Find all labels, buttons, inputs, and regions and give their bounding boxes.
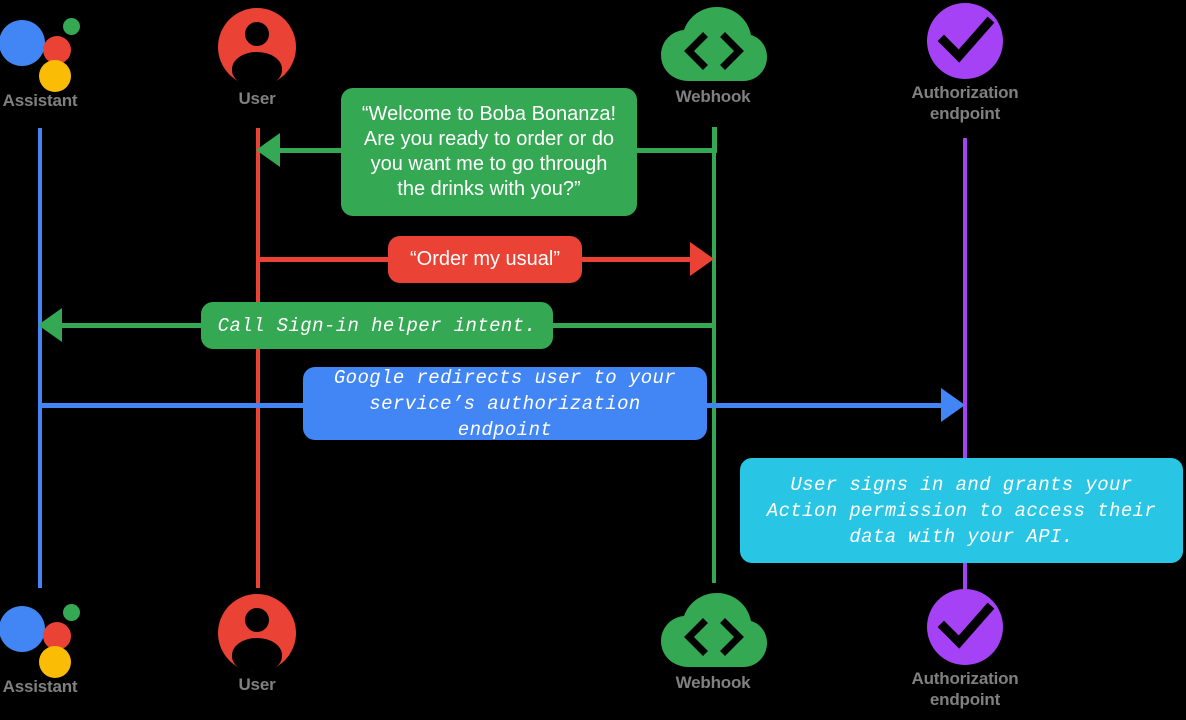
webhook-icon-wrap-bottom xyxy=(613,590,813,672)
actor-label-auth-bottom: Authorization endpoint xyxy=(911,669,1019,709)
check-mark-svg xyxy=(937,16,995,63)
actor-label-webhook-bottom: Webhook xyxy=(675,673,751,692)
actor-assistant-top: Assistant xyxy=(0,8,140,111)
assistant-dot-red xyxy=(43,36,71,64)
msg-welcome-box: “Welcome to Boba Bonanza! Are you ready … xyxy=(341,88,637,216)
user-body-shape xyxy=(232,638,282,672)
msg-order-box: “Order my usual” xyxy=(388,236,582,283)
assistant-icon-wrap xyxy=(0,8,140,92)
msg-order-text: “Order my usual” xyxy=(409,248,561,270)
cloud-code-icon xyxy=(658,591,768,671)
msg-signs-in-text: User signs in and grants your Action per… xyxy=(766,473,1157,548)
actor-auth-bottom: Authorization endpoint xyxy=(865,586,1065,710)
msg-welcome-vertical-stub xyxy=(712,127,717,153)
check-mark-svg xyxy=(937,602,995,649)
auth-icon-wrap xyxy=(865,0,1065,82)
user-head-shape xyxy=(245,608,269,632)
actor-user-top: User xyxy=(157,6,357,109)
msg-signin-box: Call Sign-in helper intent. xyxy=(201,302,553,349)
actor-label-auth-top: Authorization endpoint xyxy=(911,83,1019,123)
assistant-dot-green xyxy=(63,604,80,621)
actor-user-bottom: User xyxy=(157,592,357,695)
assistant-dot-red xyxy=(43,622,71,650)
msg-signin-text: Call Sign-in helper intent. xyxy=(217,314,537,337)
actor-webhook-top: Webhook xyxy=(613,4,813,107)
actor-label-webhook-top: Webhook xyxy=(675,87,751,106)
cloud-code-svg xyxy=(661,7,767,81)
assistant-dot-blue xyxy=(0,20,45,66)
user-avatar-icon xyxy=(218,8,296,86)
assistant-dot-green xyxy=(63,18,80,35)
msg-redirect-arrowhead xyxy=(941,388,965,422)
assistant-dot-yellow xyxy=(39,60,71,92)
lifeline-assistant xyxy=(38,128,42,588)
assistant-dot-blue xyxy=(0,606,45,652)
msg-welcome-text: “Welcome to Boba Bonanza! Are you ready … xyxy=(361,103,617,200)
auth-icon-wrap-bottom xyxy=(865,586,1065,668)
msg-redirect-text: Google redirects user to your service’s … xyxy=(333,366,677,441)
assistant-dot-yellow xyxy=(39,646,71,678)
purple-check-circle-icon xyxy=(927,3,1003,79)
msg-signin-arrowhead xyxy=(38,308,62,342)
lifeline-auth xyxy=(963,138,967,590)
assistant-icon-wrap-bottom xyxy=(0,594,140,678)
cloud-code-svg xyxy=(661,593,767,667)
user-avatar-icon xyxy=(218,594,296,672)
actor-label-assistant-top: Assistant xyxy=(2,91,78,110)
user-icon-wrap xyxy=(157,6,357,88)
msg-welcome-arrowhead xyxy=(256,133,280,167)
actor-label-assistant-bottom: Assistant xyxy=(2,677,78,696)
user-icon-wrap-bottom xyxy=(157,592,357,674)
lifeline-webhook xyxy=(712,127,716,583)
google-assistant-logo-icon xyxy=(0,596,81,678)
msg-redirect-box: Google redirects user to your service’s … xyxy=(303,366,707,441)
google-assistant-logo-icon xyxy=(0,10,81,92)
msg-signs-in-box: User signs in and grants your Action per… xyxy=(740,458,1183,563)
actor-webhook-bottom: Webhook xyxy=(613,590,813,693)
user-head-shape xyxy=(245,22,269,46)
actor-label-user-top: User xyxy=(238,89,276,108)
user-body-shape xyxy=(232,52,282,86)
webhook-icon-wrap xyxy=(613,4,813,86)
actor-label-user-bottom: User xyxy=(238,675,276,694)
actor-auth-top: Authorization endpoint xyxy=(865,0,1065,124)
cloud-code-icon xyxy=(658,5,768,85)
msg-order-arrowhead xyxy=(690,242,714,276)
lifeline-user xyxy=(256,128,260,588)
actor-assistant-bottom: Assistant xyxy=(0,594,140,697)
purple-check-circle-icon xyxy=(927,589,1003,665)
